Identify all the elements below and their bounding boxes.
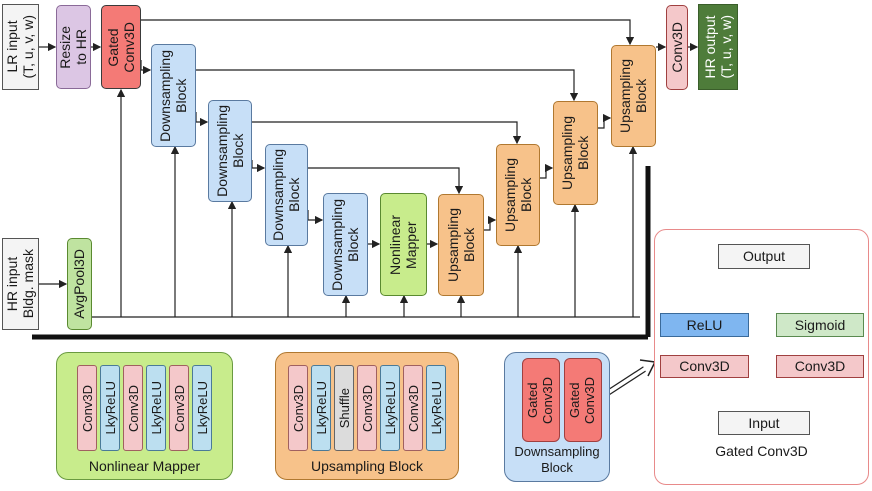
hr-input-label: HR input Bldg. mask: [4, 249, 37, 319]
ds-layer-1: Gated Conv3D: [522, 358, 560, 442]
downsampling-block-1: Downsampling Block: [151, 44, 196, 147]
downsampling-block-2: Downsampling Block: [208, 100, 252, 202]
us-layer-1: Conv3D: [288, 365, 308, 451]
relu-node: ReLU: [660, 313, 749, 337]
downsampling-block-3: Downsampling Block: [265, 144, 308, 246]
conv3d-output-label: Conv3D: [668, 22, 685, 73]
gated-conv3d-block: Gated Conv3D: [101, 5, 141, 89]
lr-input-label: LR input (T, u, v, w): [4, 15, 37, 79]
us-layer-7: LkyReLU: [426, 365, 446, 451]
gated-conv3d-label: Gated Conv3D: [104, 21, 137, 73]
nm-layer-4: LkyReLU: [146, 365, 166, 451]
ds-layer-2: Gated Conv3D: [564, 358, 602, 442]
upsampling-label: Upsampling Block: [559, 116, 592, 190]
us-layer-3: Shuffle: [334, 365, 354, 451]
relu-label: ReLU: [686, 316, 723, 333]
nonlinear-mapper-caption: Nonlinear Mapper: [88, 458, 201, 474]
nonlinear-mapper-block: Nonlinear Mapper: [380, 193, 427, 296]
downsampling-label: Downsampling Block: [329, 198, 362, 291]
gated-conv3d-caption: Gated Conv3D: [715, 443, 808, 459]
downsampling-label: Downsampling Block: [213, 105, 246, 197]
avgpool3d-label: AvgPool3D: [71, 249, 88, 319]
hr-input-box: HR input Bldg. mask: [2, 238, 39, 330]
conv3d-output-block: Conv3D: [666, 5, 688, 90]
upsampling-label: Upsampling Block: [617, 59, 650, 133]
hr-output-label: HR output (T, u, v, w): [701, 15, 734, 79]
nm-layer-2: LkyReLU: [100, 365, 120, 451]
upsampling-caption: Upsampling Block: [310, 458, 424, 474]
resize-block: Resize to HR: [56, 5, 91, 89]
input-node: Input: [718, 411, 810, 435]
sigmoid-node: Sigmoid: [776, 313, 864, 337]
upsampling-label: Upsampling Block: [444, 208, 477, 282]
upsampling-block-2: Upsampling Block: [496, 144, 540, 246]
hr-output-box: HR output (T, u, v, w): [698, 4, 738, 90]
output-label: Output: [742, 248, 786, 265]
upsampling-block-4: Upsampling Block: [611, 45, 656, 147]
conv3d-left-label: Conv3D: [679, 358, 730, 375]
us-layer-4: Conv3D: [357, 365, 377, 451]
us-layer-2: LkyReLU: [311, 365, 331, 451]
resize-label: Resize to HR: [57, 25, 90, 69]
sigmoid-label: Sigmoid: [794, 316, 846, 333]
nm-layer-6: LkyReLU: [192, 365, 212, 451]
nonlinear-mapper-label: Nonlinear Mapper: [387, 214, 420, 275]
downsampling-caption: Downsampling Block: [514, 444, 600, 475]
downsampling-label: Downsampling Block: [157, 49, 190, 142]
downsampling-label: Downsampling Block: [270, 149, 303, 241]
separator-line: [32, 166, 651, 340]
us-layer-5: LkyReLU: [380, 365, 400, 451]
lr-input-box: LR input (T, u, v, w): [2, 4, 39, 90]
avgpool3d-block: AvgPool3D: [67, 238, 92, 330]
upsampling-block-3: Upsampling Block: [553, 101, 598, 205]
conv3d-right-label: Conv3D: [794, 358, 846, 375]
nm-layer-3: Conv3D: [123, 365, 143, 451]
downsampling-block-4: Downsampling Block: [323, 193, 368, 296]
nm-layer-1: Conv3D: [77, 365, 97, 451]
nm-layer-5: Conv3D: [169, 365, 189, 451]
upsampling-label: Upsampling Block: [501, 158, 534, 232]
conv3d-left-node: Conv3D: [660, 355, 749, 378]
conv3d-right-node: Conv3D: [776, 355, 864, 378]
output-node: Output: [718, 244, 810, 269]
upsampling-block-1: Upsampling Block: [438, 194, 484, 296]
us-layer-6: Conv3D: [403, 365, 423, 451]
input-label: Input: [748, 414, 780, 431]
